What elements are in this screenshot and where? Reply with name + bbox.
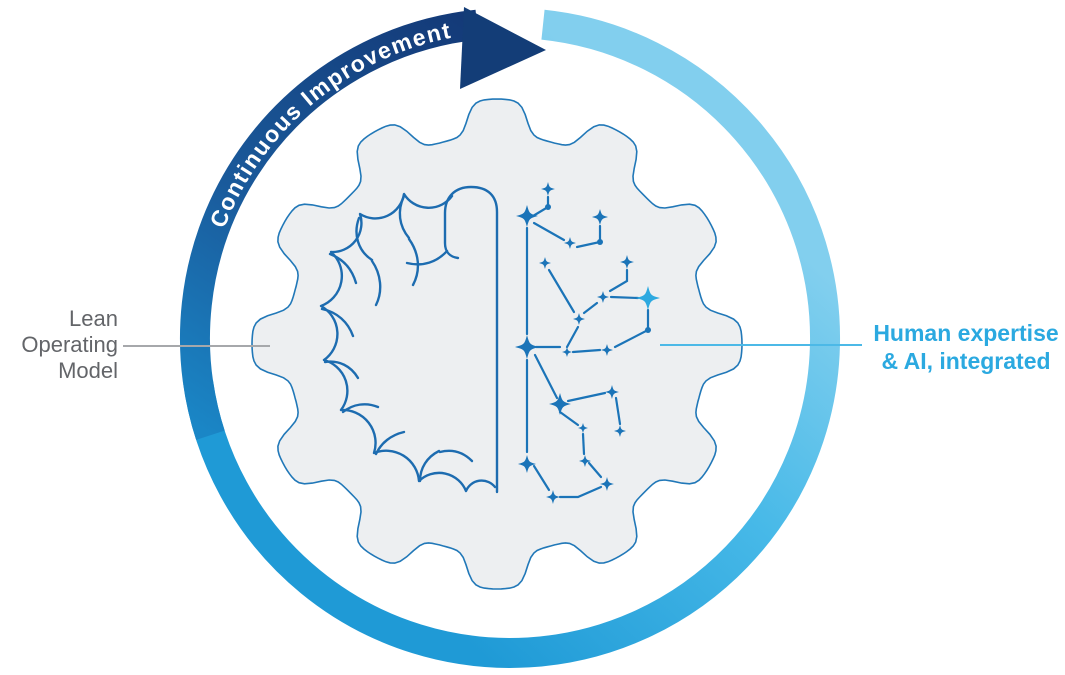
sparkle-star-icon bbox=[579, 455, 591, 467]
network-edge bbox=[565, 325, 580, 349]
network-edge bbox=[532, 464, 551, 492]
network-edge bbox=[547, 268, 576, 314]
sparkle-star-icon bbox=[601, 344, 613, 356]
sparkle-star-icon bbox=[592, 209, 608, 225]
sparkle-star-icon bbox=[562, 347, 572, 357]
sparkle-star-icon bbox=[600, 477, 614, 491]
network-edge bbox=[558, 410, 580, 427]
brain-fold bbox=[418, 449, 441, 483]
network-edge bbox=[614, 396, 622, 426]
network-edge bbox=[581, 432, 586, 456]
brain-fold bbox=[355, 216, 374, 262]
network-edge bbox=[587, 461, 603, 479]
network-node-dot bbox=[645, 327, 651, 333]
brain-fold bbox=[438, 449, 474, 463]
brain-outline bbox=[319, 192, 497, 493]
network-edge bbox=[571, 348, 602, 354]
network-edge bbox=[533, 353, 559, 400]
ring-light-arc bbox=[183, 9, 840, 668]
network-edge bbox=[558, 485, 603, 499]
brain-fold bbox=[370, 259, 382, 307]
network-edge bbox=[609, 295, 640, 300]
brain-fold bbox=[320, 307, 355, 338]
sparkle-star-icon bbox=[541, 182, 555, 196]
left-label-line: Model bbox=[58, 358, 118, 383]
brain-midline bbox=[443, 185, 499, 494]
sparkle-star-icon bbox=[578, 423, 588, 433]
sparkle-star-icon bbox=[515, 335, 539, 359]
left-label-line: Lean bbox=[69, 306, 118, 331]
right-label-line: Human expertise bbox=[873, 320, 1059, 346]
network-edge bbox=[582, 301, 599, 315]
network-edge bbox=[608, 268, 629, 293]
brain-fold bbox=[328, 252, 358, 285]
ring-dark-arc bbox=[180, 9, 479, 440]
network-node-dot bbox=[545, 204, 551, 210]
brain-fold bbox=[407, 237, 420, 287]
sparkle-star-icon bbox=[636, 286, 660, 310]
sparkle-star-icon bbox=[539, 257, 551, 269]
brain-fold bbox=[374, 430, 406, 456]
clockwise-arrow-icon bbox=[460, 7, 546, 89]
ai-network-icon bbox=[515, 182, 660, 504]
sparkle-star-icon bbox=[549, 393, 571, 415]
brain-fold bbox=[405, 249, 449, 266]
sparkle-star-icon bbox=[605, 385, 619, 399]
brain-icon bbox=[319, 185, 499, 494]
left-label: Lean Operating Model bbox=[0, 306, 118, 384]
network-edge bbox=[566, 391, 607, 403]
sparkle-star-icon bbox=[546, 490, 560, 504]
brain-fold bbox=[398, 194, 411, 240]
brain-fold bbox=[341, 403, 380, 414]
sparkle-star-icon bbox=[516, 205, 538, 227]
sparkle-star-icon bbox=[614, 425, 626, 437]
left-label-line: Operating bbox=[21, 332, 118, 357]
right-label-line: & AI, integrated bbox=[881, 348, 1051, 374]
network-edge bbox=[532, 221, 566, 242]
sparkle-star-icon bbox=[597, 291, 609, 303]
sparkle-star-icon bbox=[573, 313, 585, 325]
brain-fold bbox=[323, 360, 360, 380]
sparkle-star-icon bbox=[564, 237, 576, 249]
sparkle-star-icon bbox=[620, 255, 634, 269]
sparkle-star-icon bbox=[518, 455, 536, 473]
right-label: Human expertise & AI, integrated bbox=[866, 319, 1065, 375]
network-node-dot bbox=[597, 239, 603, 245]
